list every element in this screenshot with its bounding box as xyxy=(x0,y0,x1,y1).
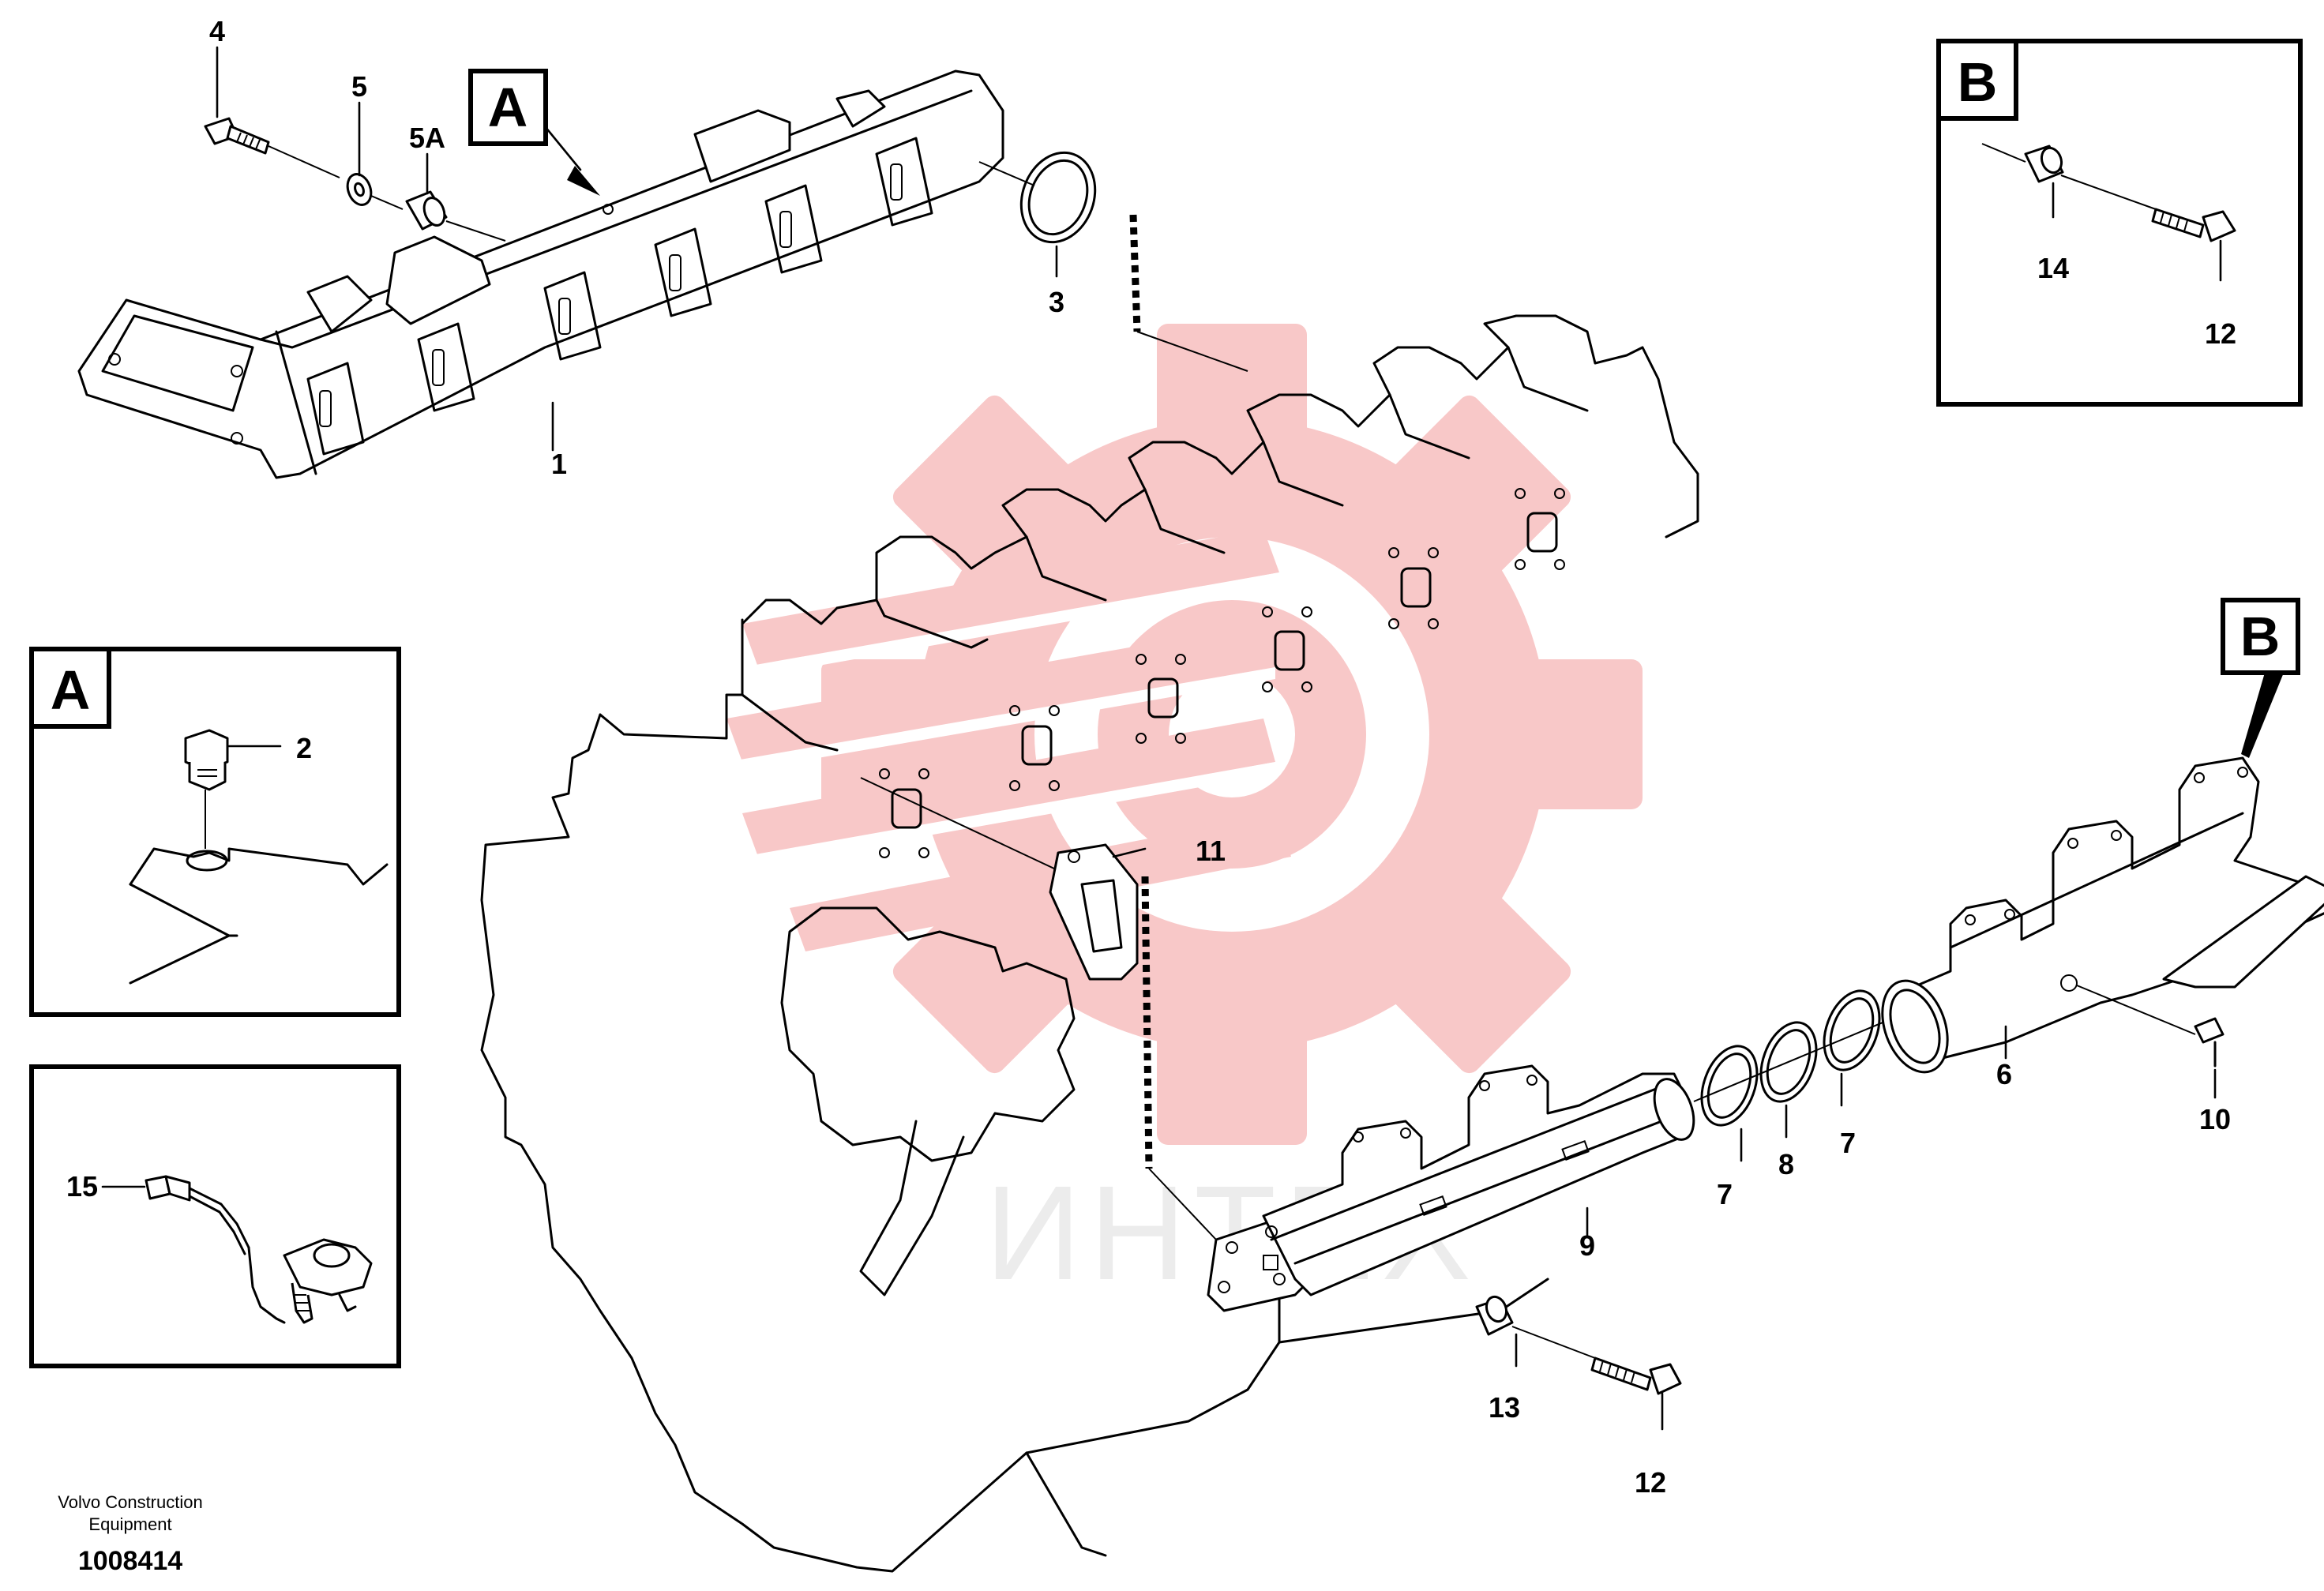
callout-10: 10 xyxy=(2199,1103,2231,1135)
callout-1: 1 xyxy=(551,448,567,480)
exhaust-manifold-front xyxy=(1207,1064,1695,1312)
footer: Volvo Construction Equipment 1008414 xyxy=(58,1492,202,1576)
assembly-connectors xyxy=(860,214,1248,1240)
seal-ring-7b xyxy=(1823,989,1881,1071)
callout-14: 14 xyxy=(2037,252,2069,284)
callout-6: 6 xyxy=(1996,1058,2012,1090)
spacer-13 xyxy=(1475,1295,1596,1359)
svg-text:B: B xyxy=(2240,606,2281,667)
gasket-11 xyxy=(1049,843,1139,981)
engine-block-outline xyxy=(480,314,1699,1573)
callout-12-bottom: 12 xyxy=(1635,1466,1666,1499)
callout-8: 8 xyxy=(1778,1148,1794,1180)
callout-labels: 4 5 5A 1 3 2 11 15 6 7 8 7 9 10 13 12 14… xyxy=(66,15,2236,1499)
seal-ring-8 xyxy=(1759,1021,1818,1103)
bolt-4 xyxy=(204,117,340,178)
callout-11: 11 xyxy=(1196,835,1226,867)
bolt-10 xyxy=(2194,1017,2225,1068)
view-marker-a: A xyxy=(468,69,600,196)
company-name-line1: Volvo Construction xyxy=(58,1492,202,1512)
callout-3: 3 xyxy=(1049,286,1064,318)
callout-5: 5 xyxy=(351,70,367,103)
seal-ring-7a xyxy=(1700,1045,1759,1127)
bolt-12-detail xyxy=(2151,208,2236,282)
callout-12-detail: 12 xyxy=(2205,317,2236,350)
drawing-number: 1008414 xyxy=(78,1546,182,1576)
detail-box-sensor xyxy=(29,1064,401,1368)
callout-7a: 7 xyxy=(1717,1178,1733,1210)
intake-manifold xyxy=(77,69,1004,479)
callout-7b: 7 xyxy=(1840,1127,1856,1159)
view-marker-b: B xyxy=(2221,598,2300,758)
spacer-5a xyxy=(405,190,506,242)
detail-box-a: A xyxy=(29,647,401,1017)
callout-leaders xyxy=(216,46,2217,1431)
washer-5 xyxy=(346,173,404,210)
callout-2: 2 xyxy=(296,732,312,764)
spacer-14 xyxy=(1981,143,2157,219)
callout-13: 13 xyxy=(1489,1391,1520,1424)
plug-2 xyxy=(184,729,282,849)
callout-9: 9 xyxy=(1579,1229,1595,1262)
svg-text:A: A xyxy=(488,77,528,138)
bolt-12-bottom xyxy=(1590,1356,1682,1395)
sensor-15 xyxy=(145,1175,373,1324)
watermark-gear-icon: ИНТЕХ xyxy=(726,324,1643,1308)
company-name-line2: Equipment xyxy=(88,1514,171,1534)
callout-4: 4 xyxy=(209,15,225,47)
callout-15: 15 xyxy=(66,1170,98,1203)
svg-text:A: A xyxy=(51,659,91,721)
callout-5a: 5A xyxy=(409,122,445,154)
gasket-ring-3 xyxy=(978,151,1097,244)
exhaust-manifold-rear xyxy=(1881,756,2324,1074)
svg-text:B: B xyxy=(1958,51,1998,113)
ring-axis-line xyxy=(1693,1010,1912,1102)
detail-box-b: B xyxy=(1936,39,2303,407)
